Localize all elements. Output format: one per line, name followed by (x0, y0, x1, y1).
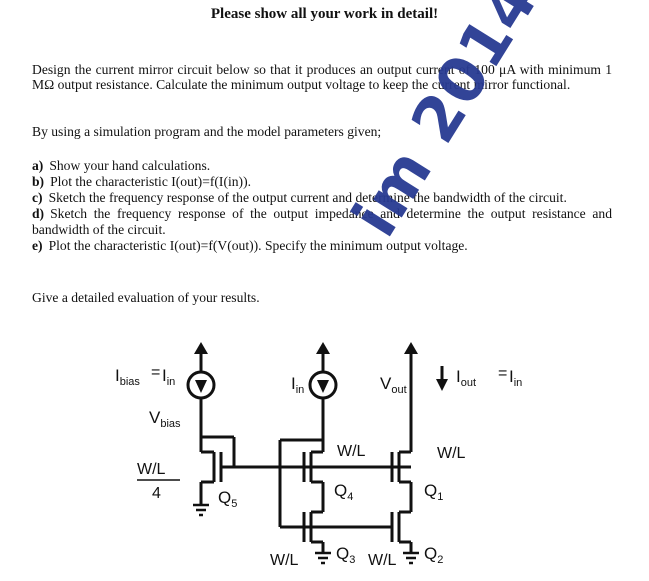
task-a: a)Show your hand calculations. (32, 158, 211, 173)
simulation-paragraph: By using a simulation program and the mo… (32, 124, 382, 139)
q1-label: Q1 (424, 481, 443, 503)
v-out-label: Vout (380, 374, 407, 396)
i-in-left-label: Iin (162, 366, 175, 388)
q3-w-l-label: W/L (270, 552, 299, 569)
i-in-right-label: Iin (509, 367, 522, 389)
page-title: Please show all your work in detail! (210, 6, 439, 22)
q5-w-l-label: W/L (137, 461, 166, 478)
task-d: d)Sketch the frequency response of the o… (32, 206, 612, 237)
q5-label: Q5 (218, 488, 237, 510)
q4-w-l-label: W/L (337, 443, 366, 460)
task-b: b)Plot the characteristic I(out)=f(I(in)… (32, 174, 252, 189)
i-out-label: Iout (456, 367, 476, 389)
q2-w-l-label: W/L (368, 552, 397, 569)
design-paragraph: Design the current mirror circuit below … (32, 62, 612, 92)
svg-text:=: = (498, 365, 507, 382)
evaluation-paragraph: Give a detailed evaluation of your resul… (32, 290, 260, 305)
v-bias-label: Vbias (149, 408, 181, 430)
q3-label: Q3 (336, 544, 355, 566)
task-list: a)Show your hand calculations. b)Plot th… (32, 158, 612, 254)
svg-text:=: = (151, 364, 160, 381)
i-bias-label: Ibias (115, 366, 140, 388)
task-e: e)Plot the characteristic I(out)=f(V(out… (32, 238, 468, 253)
q5-w-l-denominator: 4 (152, 485, 161, 502)
q4-label: Q4 (334, 481, 353, 503)
q1-w-l-label: W/L (437, 445, 466, 462)
task-c: c)Sketch the frequency response of the o… (32, 190, 567, 205)
i-in-label: Iin (291, 374, 304, 396)
q2-label: Q2 (424, 544, 443, 566)
